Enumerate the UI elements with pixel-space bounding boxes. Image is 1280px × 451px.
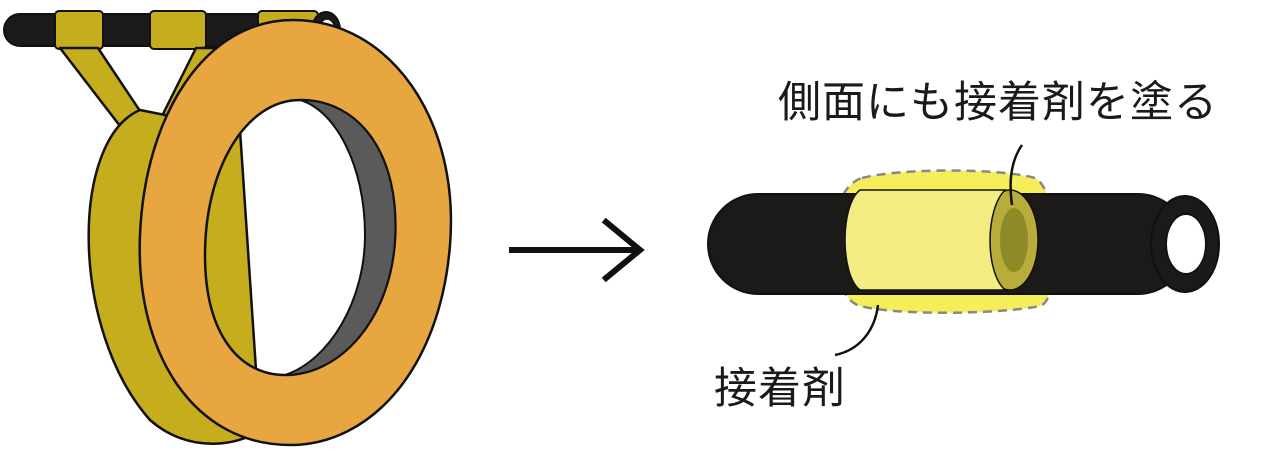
rod-tube-opening <box>1150 195 1220 293</box>
leader-lines <box>834 144 1024 357</box>
rod-guide-illustration <box>3 10 453 447</box>
adhesive-leader <box>834 304 880 357</box>
guide-ring <box>138 18 453 447</box>
side-note-leader <box>1009 144 1024 206</box>
adhesive-detail-illustration <box>707 144 1220 357</box>
adhesive-label: 接着剤 <box>714 364 846 414</box>
side-adhesive-note: 側面にも接着剤を塗る <box>778 78 1218 128</box>
sleeve-body <box>844 189 1007 291</box>
right-arrow-icon <box>509 217 645 283</box>
